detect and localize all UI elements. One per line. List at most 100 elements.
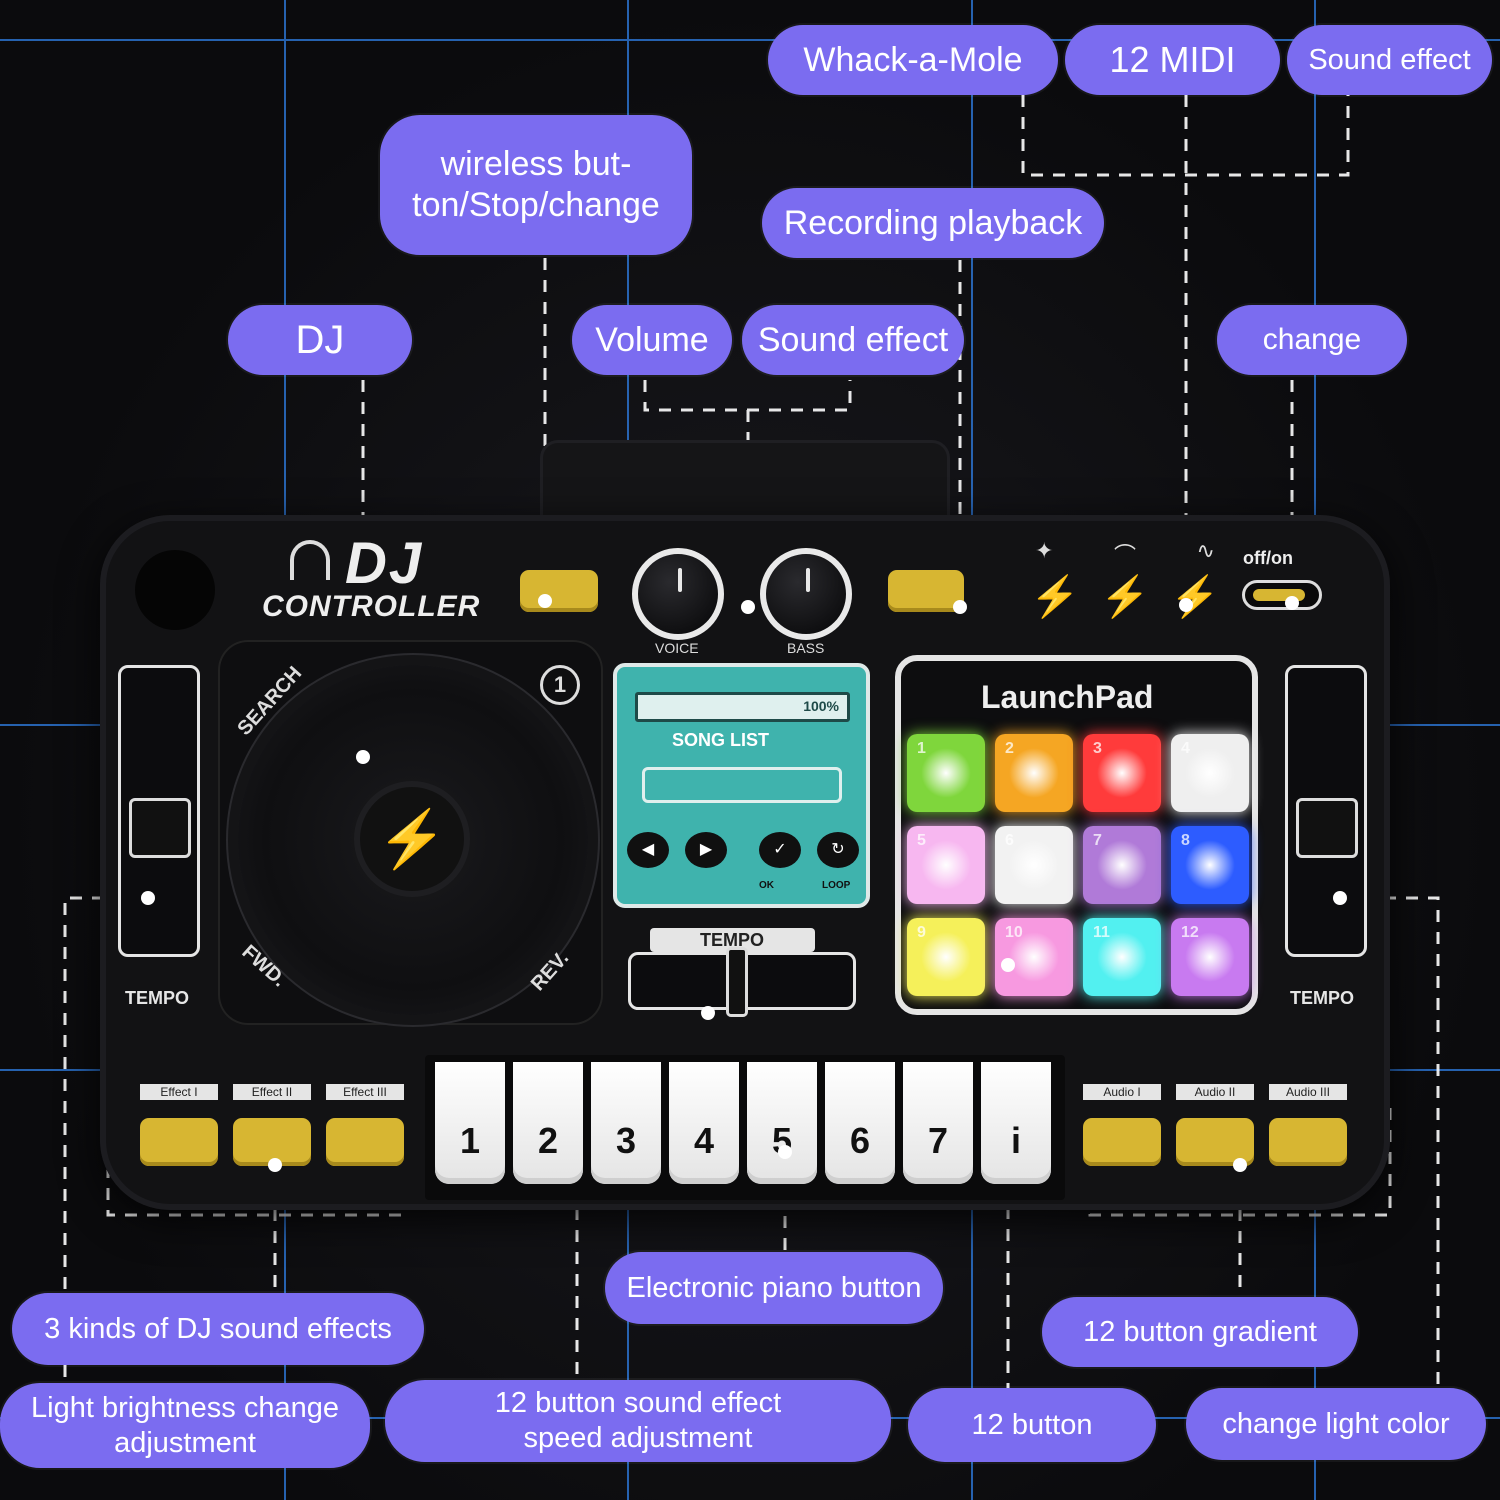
callout-12-button: 12 button	[908, 1388, 1156, 1462]
leader-dot	[1233, 1158, 1247, 1172]
next-button[interactable]: ▶	[685, 832, 727, 868]
leader-dot	[1001, 958, 1015, 972]
piano-key[interactable]: 2	[513, 1062, 583, 1184]
recording-button[interactable]	[888, 570, 964, 612]
tempo-left-label: TEMPO	[125, 988, 190, 1008]
leader-dot	[538, 594, 552, 608]
crossfader[interactable]	[628, 947, 856, 1017]
audio-button[interactable]	[1083, 1118, 1161, 1166]
song-list-label: SONG LIST	[672, 730, 770, 750]
loop-button[interactable]: ↻	[817, 832, 859, 868]
pad-number: 1	[917, 740, 926, 757]
crossfader-handle[interactable]	[726, 947, 748, 1017]
left-slider-handle[interactable]	[129, 798, 191, 858]
callout-change-light-color: change light color	[1186, 1388, 1486, 1460]
leader-dot	[356, 750, 370, 764]
callout-volume: Volume	[572, 305, 732, 375]
song-screen: 100% SONG LIST ◀ ▶ ✓ ↻ OK LOOP	[613, 663, 870, 908]
audio-label: Audio II	[1176, 1084, 1254, 1100]
callout-sound-effect-mid: Sound effect	[742, 305, 964, 375]
lightning-icon[interactable]: ⚡	[1100, 575, 1150, 619]
audio-label: Audio III	[1269, 1084, 1347, 1100]
device-top-bar	[540, 440, 950, 520]
effect-label: Effect III	[326, 1084, 404, 1100]
callout-wireless: wireless but-ton/Stop/change	[380, 115, 692, 255]
tempo-right-label: TEMPO	[1290, 988, 1355, 1008]
callout-change: change	[1217, 305, 1407, 375]
prev-button[interactable]: ◀	[627, 832, 669, 868]
leader-dot	[268, 1158, 282, 1172]
launchpad-pad[interactable]: 12	[1171, 918, 1249, 996]
pad-number: 6	[1005, 832, 1014, 849]
ok-button[interactable]: ✓	[759, 832, 801, 868]
launchpad-pad[interactable]: 6	[995, 826, 1073, 904]
launchpad-pad[interactable]: 10	[995, 918, 1073, 996]
lightning-icon[interactable]: ⚡	[1170, 575, 1220, 619]
pad-number: 5	[917, 832, 926, 849]
leader-dot	[1285, 596, 1299, 610]
callout-light-brightness: Light brightness change adjustment	[0, 1383, 370, 1468]
leader-dot	[141, 891, 155, 905]
launchpad-pad[interactable]: 8	[1171, 826, 1249, 904]
pad-number: 8	[1181, 832, 1190, 849]
callout-electronic-piano: Electronic piano button	[605, 1252, 943, 1324]
voice-knob[interactable]	[632, 548, 724, 640]
power-switch[interactable]	[1242, 580, 1322, 610]
screen-percent: 100%	[803, 698, 839, 714]
piano-key[interactable]: 7	[903, 1062, 973, 1184]
piano-key[interactable]: 1	[435, 1062, 505, 1184]
headphone-jack[interactable]	[135, 550, 215, 630]
launchpad-pad[interactable]: 7	[1083, 826, 1161, 904]
pad-number: 7	[1093, 832, 1102, 849]
leader-dot	[1179, 598, 1193, 612]
piano-key[interactable]: 3	[591, 1062, 661, 1184]
leader-dot	[741, 600, 755, 614]
audio-button[interactable]	[1269, 1118, 1347, 1166]
launchpad-pad[interactable]: 11	[1083, 918, 1161, 996]
launchpad-pad[interactable]: 1	[907, 734, 985, 812]
leader-dot	[701, 1006, 715, 1020]
brand-subtitle: CONTROLLER	[262, 590, 481, 623]
callout-dj-sound-effects: 3 kinds of DJ sound effects	[12, 1293, 424, 1365]
piano-key[interactable]: 5	[747, 1062, 817, 1184]
bass-label: BASS	[787, 640, 825, 656]
wireless-button[interactable]	[520, 570, 598, 612]
left-tempo-slider[interactable]	[118, 665, 200, 957]
song-selector[interactable]	[642, 767, 842, 803]
callout-sound-effect-top: Sound effect	[1287, 25, 1492, 95]
piano-key[interactable]: 4	[669, 1062, 739, 1184]
launchpad-pad[interactable]: 5	[907, 826, 985, 904]
sparkle-icon: ✦	[1035, 538, 1054, 563]
pad-number: 11	[1093, 924, 1110, 941]
pad-number: 2	[1005, 740, 1014, 757]
piano-key[interactable]: i	[981, 1062, 1051, 1184]
launchpad-title: LaunchPad	[981, 679, 1154, 715]
launchpad-pad[interactable]: 2	[995, 734, 1073, 812]
callout-recording-playback: Recording playback	[762, 188, 1104, 258]
brand-title: DJ	[345, 531, 424, 596]
right-tempo-slider[interactable]	[1285, 665, 1367, 957]
callout-whack-a-mole: Whack-a-Mole	[768, 25, 1058, 95]
callout-12-midi: 12 MIDI	[1065, 25, 1280, 95]
right-slider-handle[interactable]	[1296, 798, 1358, 858]
callout-speed-adjustment: 12 button sound effect speed adjustment	[385, 1380, 891, 1462]
effect-label: Effect I	[140, 1084, 218, 1100]
sound-effect-buttons: ⚡ ⚡ ⚡	[1030, 575, 1220, 620]
bass-knob[interactable]	[760, 548, 852, 640]
effect-button[interactable]	[326, 1118, 404, 1166]
audio-label: Audio I	[1083, 1084, 1161, 1100]
launchpad-pad[interactable]: 3	[1083, 734, 1161, 812]
ok-label: OK	[759, 880, 774, 891]
pad-number: 9	[917, 924, 926, 941]
jog-center-lightning-icon: ⚡	[360, 787, 464, 891]
lightning-icon[interactable]: ⚡	[1030, 575, 1080, 619]
leader-dot	[778, 1145, 792, 1159]
effect-button[interactable]	[140, 1118, 218, 1166]
launchpad-pad[interactable]: 4	[1171, 734, 1249, 812]
launchpad-pad[interactable]: 9	[907, 918, 985, 996]
volume-bar: 100%	[635, 692, 850, 722]
piano-key[interactable]: 6	[825, 1062, 895, 1184]
mode-one-icon[interactable]: 1	[540, 665, 580, 705]
